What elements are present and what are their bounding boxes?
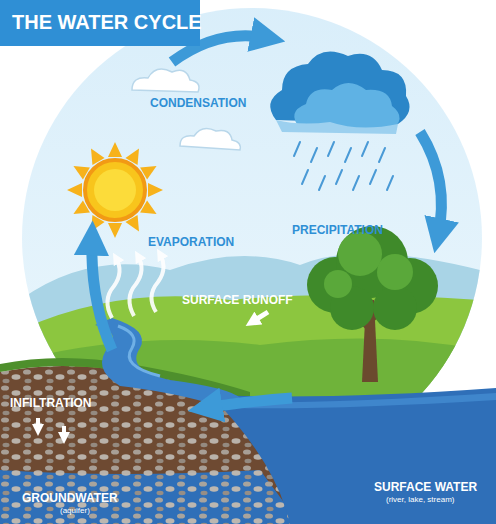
process-label: CONDENSATION bbox=[150, 96, 246, 110]
region-note: (aquifer) bbox=[60, 506, 90, 515]
title-banner-text: THE WATER CYCLE bbox=[12, 11, 202, 34]
region-label: GROUNDWATER bbox=[22, 491, 118, 505]
process-label: PRECIPITATION bbox=[292, 223, 383, 237]
process-label: INFILTRATION bbox=[10, 396, 92, 410]
process-label: EVAPORATION bbox=[148, 235, 234, 249]
region-label: SURFACE WATER bbox=[374, 480, 477, 494]
region-note: (river, lake, stream) bbox=[386, 495, 454, 504]
process-label: SURFACE RUNOFF bbox=[182, 293, 293, 307]
